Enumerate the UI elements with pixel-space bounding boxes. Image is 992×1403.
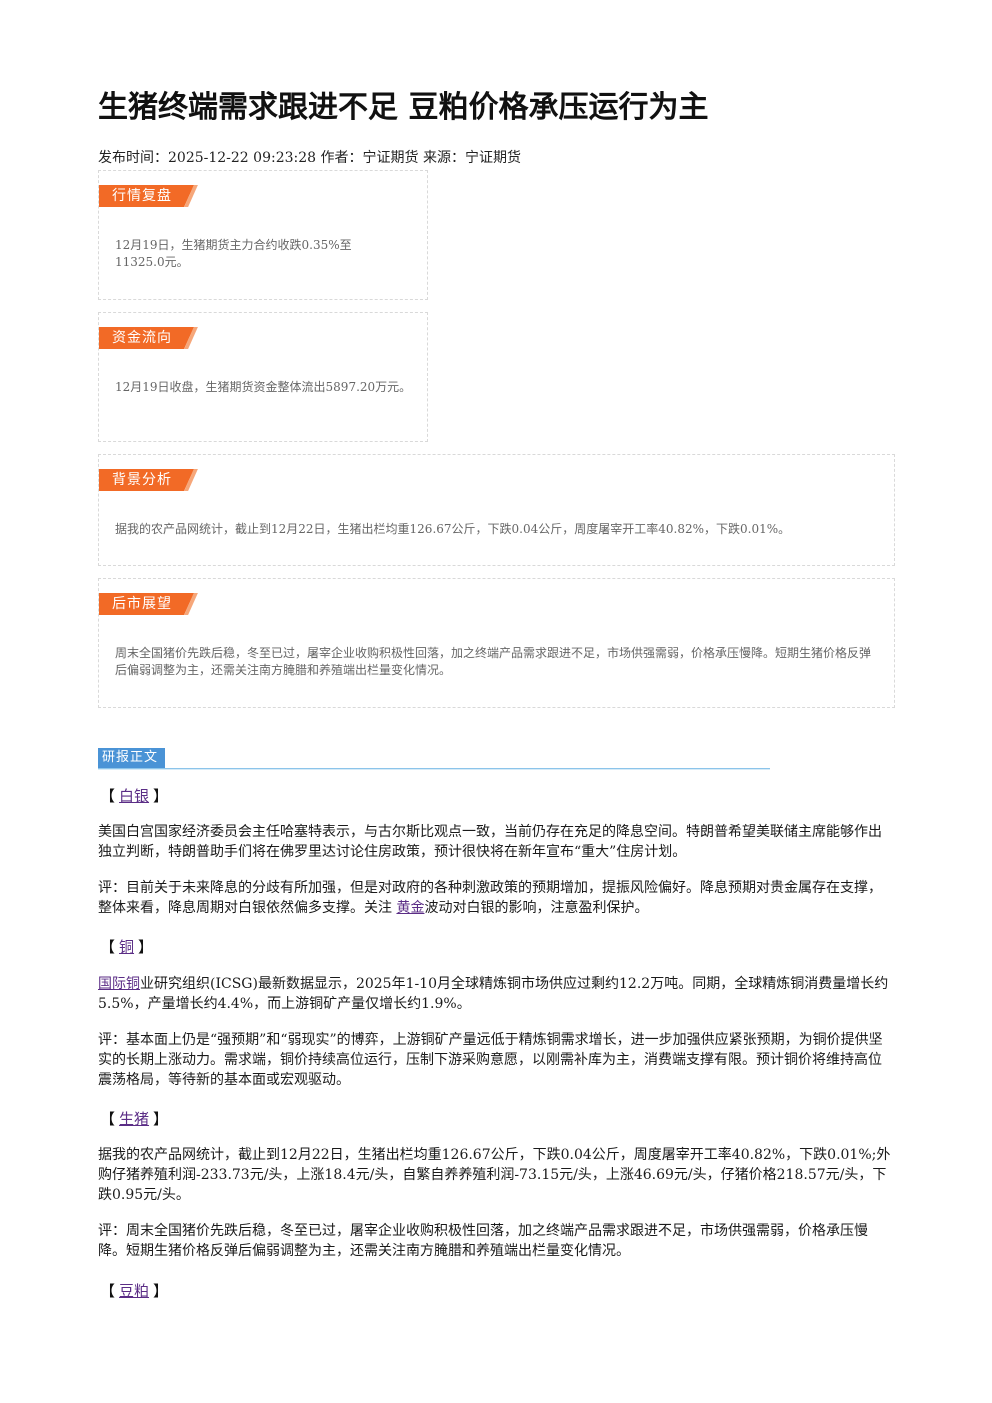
hog-comment-paragraph: 评：周末全国猪价先跌后稳，冬至已过，屠宰企业收购积极性回落，加之终端产品需求跟进…: [98, 1223, 868, 1259]
section-heading-silver: 【白银】: [100, 787, 169, 805]
section-heading-hog: 【生猪】: [100, 1110, 169, 1128]
silver-news-paragraph: 美国白宫国家经济委员会主任哈塞特表示，与古尔斯比观点一致，当前仍存在充足的降息空…: [98, 824, 882, 860]
copper-news-paragraph: 国际铜业研究组织(ICSG)最新数据显示，2025年1-10月全球精炼铜市场供应…: [98, 976, 889, 1012]
card-tag: 后市展望: [99, 593, 194, 615]
silver-link[interactable]: 白银: [119, 787, 150, 805]
copper-comment-paragraph: 评：基本面上仍是“强预期”和“弱现实”的博弈，上游铜矿产量远低于精炼铜需求增长，…: [98, 1032, 883, 1088]
article-meta: 发布时间：2025-12-22 09:23:28 作者：宁证期货 来源：宁证期货: [98, 148, 521, 168]
card-tag: 资金流向: [99, 327, 194, 349]
card-text: 12月19日，生猪期货主力合约收跌0.35%至11325.0元。: [115, 238, 352, 269]
publish-label: 发布时间：: [98, 150, 168, 166]
card-tag: 行情复盘: [99, 185, 194, 207]
article-title: 生猪终端需求跟进不足 豆粕价格承压运行为主: [98, 90, 709, 125]
hog-link[interactable]: 生猪: [119, 1110, 150, 1128]
international-copper-link[interactable]: 国际铜: [98, 976, 140, 992]
card-tag: 背景分析: [99, 469, 194, 491]
card-text: 12月19日收盘，生猪期货资金整体流出5897.20万元。: [115, 380, 412, 394]
source: 宁证期货: [464, 150, 521, 166]
divider: [98, 768, 770, 769]
market-review-card: 行情复盘 12月19日，生猪期货主力合约收跌0.35%至11325.0元。: [98, 170, 428, 300]
card-text: 据我的农产品网统计，截止到12月22日，生猪出栏均重126.67公斤，下跌0.0…: [115, 522, 791, 536]
source-label: 来源：: [422, 150, 465, 166]
card-text: 周末全国猪价先跌后稳，冬至已过，屠宰企业收购积极性回落，加之终端产品需求跟进不足…: [115, 646, 872, 677]
divider: [98, 769, 770, 770]
outlook-card: 后市展望 周末全国猪价先跌后稳，冬至已过，屠宰企业收购积极性回落，加之终端产品需…: [98, 578, 895, 708]
section-heading-soymeal: 【豆粕】: [100, 1282, 169, 1300]
report-body-label: 研报正文: [98, 748, 166, 768]
gold-link[interactable]: 黄金: [396, 900, 425, 916]
soymeal-link[interactable]: 豆粕: [119, 1282, 150, 1300]
copper-link[interactable]: 铜: [119, 938, 135, 956]
author: 宁证期货: [362, 150, 419, 166]
hog-news-paragraph: 据我的农产品网统计，截止到12月22日，生猪出栏均重126.67公斤，下跌0.0…: [98, 1147, 891, 1203]
report-body-header: 研报正文: [98, 748, 770, 770]
background-analysis-card: 背景分析 据我的农产品网统计，截止到12月22日，生猪出栏均重126.67公斤，…: [98, 454, 895, 566]
section-heading-copper: 【铜】: [100, 938, 154, 956]
capital-flow-card: 资金流向 12月19日收盘，生猪期货资金整体流出5897.20万元。: [98, 312, 428, 442]
silver-comment-paragraph: 评：目前关于未来降息的分歧有所加强，但是对政府的各种刺激政策的预期增加，提振风险…: [98, 880, 882, 916]
publish-time: 2025-12-22 09:23:28: [168, 150, 317, 166]
author-label: 作者：: [320, 150, 363, 166]
